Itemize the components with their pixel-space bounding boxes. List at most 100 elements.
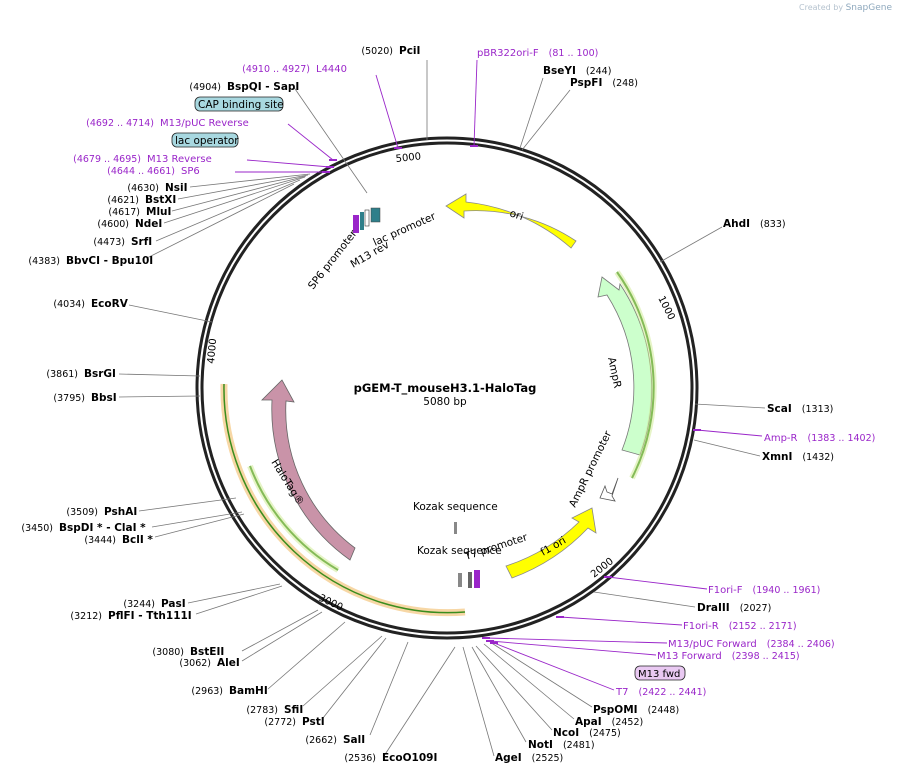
enzyme-position: (3212): [70, 611, 102, 622]
enzyme-position: (3861): [46, 369, 78, 380]
primer-leader: [489, 640, 657, 656]
enzyme-leader: [146, 183, 295, 259]
enzyme-name: SalI: [343, 734, 365, 746]
enzyme-position: (3080): [152, 647, 184, 658]
primer-position: (2398 .. 2415): [732, 651, 800, 662]
enzyme-position: (2027): [740, 603, 772, 614]
enzyme-name: PshAI: [104, 506, 137, 518]
enzyme-leader: [187, 583, 281, 604]
enzyme-name: PstI: [302, 716, 325, 728]
enzyme-leader: [593, 591, 696, 608]
enzyme-leader: [163, 176, 306, 224]
primer-position: (4910 .. 4927): [242, 64, 310, 75]
feature-kozak-label-2: Kozak sequence: [417, 545, 502, 557]
enzyme-position: (244): [586, 66, 612, 77]
primer-leader: [493, 642, 615, 691]
tick-5000: 5000: [395, 151, 421, 165]
sp6-mark: [353, 215, 359, 233]
enzyme-position: (4621): [107, 195, 139, 206]
feature-m13rev-label: M13 rev: [349, 239, 392, 271]
enzyme-position: (2772): [264, 717, 296, 728]
enzyme-position: (4630): [127, 183, 159, 194]
enzyme-leader: [195, 585, 283, 615]
primer-name: pBR322ori-F: [477, 48, 539, 59]
cap-binding-label: CAP binding site: [198, 99, 284, 111]
m13-fwd-label: M13 fwd: [638, 669, 680, 680]
enzyme-position: (1432): [802, 452, 834, 463]
enzyme-position: (248): [612, 78, 638, 89]
primer-position: (4692 .. 4714): [86, 118, 154, 129]
enzyme-position: (2536): [344, 753, 376, 764]
enzyme-name: AhdI: [723, 218, 750, 230]
enzyme-name: ApaI: [575, 716, 602, 728]
cap-binding-box: CAP binding site: [194, 96, 284, 112]
t7-promoter-mark: [468, 572, 472, 588]
enzyme-position: (4034): [53, 299, 85, 310]
enzyme-leader: [519, 77, 544, 149]
enzyme-position: (3509): [66, 507, 98, 518]
enzyme-leader: [693, 439, 761, 457]
enzyme-name: DraIII: [697, 602, 730, 614]
primer-position: (4679 .. 4695): [73, 154, 141, 165]
enzyme-name: AgeI: [495, 752, 522, 764]
enzyme-name: ScaI: [767, 403, 792, 415]
enzyme-leader: [241, 609, 319, 652]
enzyme-leader: [154, 513, 245, 538]
enzyme-name: MluI: [146, 206, 171, 218]
enzyme-name: NsiI: [165, 182, 188, 194]
primer-position: (1940 .. 1961): [752, 585, 820, 596]
enzyme-leader: [462, 646, 495, 757]
enzyme-leader: [177, 174, 309, 200]
enzyme-leader: [475, 645, 553, 731]
lac-operator-box: lac operator: [171, 132, 239, 148]
enzyme-position: (3444): [84, 535, 116, 546]
enzyme-leader: [118, 373, 201, 377]
ampr-promoter-arrow: [599, 477, 619, 502]
primer-position: (1383 .. 1402): [808, 433, 876, 444]
created-by-label: Created by: [799, 3, 844, 12]
primer-name: SP6: [181, 166, 200, 177]
enzyme-leader: [483, 643, 575, 720]
enzyme-position: (5020): [361, 46, 393, 57]
primer-position: (81 .. 100): [549, 48, 599, 59]
cds-green-line: [223, 383, 466, 614]
feature-ampr-label: AmpR: [605, 356, 623, 389]
primer-position: (2384 .. 2406): [767, 639, 835, 650]
primer-name: M13 Forward: [657, 651, 722, 662]
enzyme-leader: [489, 641, 593, 708]
enzyme-leader: [292, 85, 368, 194]
feature-kozak-label-1: Kozak sequence: [413, 501, 498, 513]
m13rev-mark: [360, 212, 364, 230]
primer-position: (2152 .. 2171): [729, 621, 797, 632]
enzyme-position: (4600): [97, 219, 129, 230]
enzyme-leader: [155, 179, 301, 242]
enzyme-position: (3244): [123, 599, 155, 610]
tick-4000: 4000: [206, 338, 219, 364]
enzyme-leader: [151, 511, 243, 528]
enzyme-name: BseYI: [543, 65, 576, 77]
primer-name: M13/pUC Forward: [668, 639, 757, 650]
primer-leader: [696, 429, 763, 437]
enzyme-name: BstEII: [190, 646, 224, 658]
enzyme-position: (1313): [802, 404, 834, 415]
backbone-inner: [200, 141, 694, 635]
enzyme-leader: [128, 304, 213, 323]
primer-name: F1ori-R: [683, 621, 719, 632]
ampr-arrow: [597, 276, 653, 456]
enzyme-layer: (5020)PciI(244)BseYI(248)PspFI(833)AhdI(…: [21, 45, 834, 764]
primer-leader: [375, 74, 399, 149]
enzyme-position: (3450): [21, 523, 53, 534]
kozak-mark-2: [458, 573, 462, 587]
enzyme-name: PspOMI: [593, 704, 638, 716]
enzyme-position: (2448): [648, 705, 680, 716]
enzyme-position: (2662): [305, 735, 337, 746]
primer-position: (2422 .. 2441): [638, 687, 706, 698]
enzyme-name: PspFI: [570, 77, 602, 89]
lac-op-mark: [364, 209, 370, 227]
t7-mark: [474, 570, 480, 588]
plasmid-name: pGEM-T_mouseH3.1-HaloTag: [354, 381, 537, 396]
ori-arrow: [445, 193, 577, 249]
enzyme-leader: [118, 395, 201, 398]
enzyme-name: PflFI - Tth111I: [108, 610, 192, 622]
